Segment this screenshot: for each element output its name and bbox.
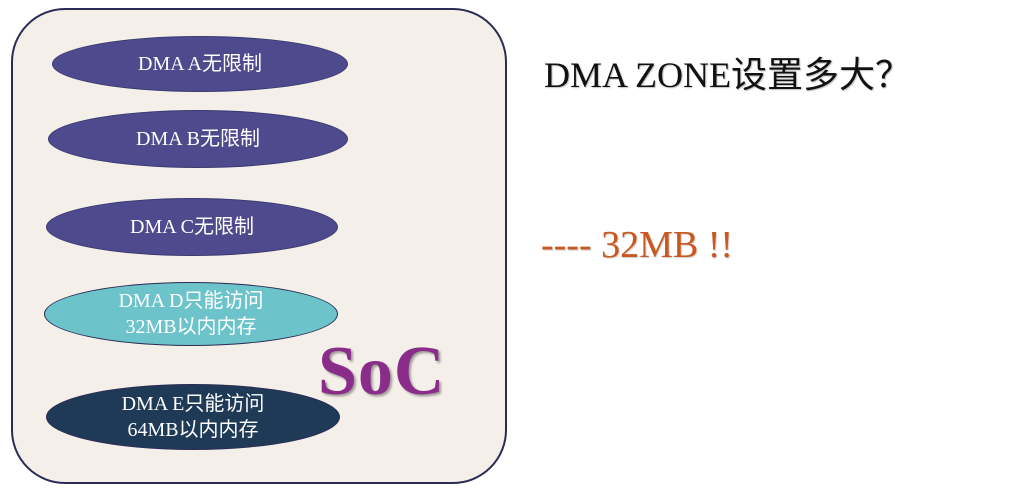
dma-a-label: DMA A无限制 bbox=[138, 53, 262, 75]
question-text: DMA ZONE设置多大？ bbox=[544, 55, 911, 95]
dma-c-zone: DMA C无限制 bbox=[46, 198, 338, 256]
dma-e-label-line2: 64MB以内内存 bbox=[127, 419, 259, 441]
dma-e-zone: DMA E只能访问 64MB以内内存 bbox=[46, 384, 340, 450]
answer-text: ---- 32MB !! bbox=[541, 224, 734, 266]
dma-e-label-line1: DMA E只能访问 bbox=[121, 393, 265, 415]
dma-b-label: DMA B无限制 bbox=[136, 128, 260, 150]
dma-d-zone: DMA D只能访问 32MB以内内存 bbox=[44, 282, 338, 346]
dma-d-label-line2: 32MB以内内存 bbox=[125, 316, 257, 338]
dma-b-zone: DMA B无限制 bbox=[48, 110, 348, 168]
dma-c-label: DMA C无限制 bbox=[130, 216, 254, 238]
soc-label: SoC bbox=[318, 333, 446, 410]
dma-d-label-line1: DMA D只能访问 bbox=[118, 290, 264, 312]
dma-a-zone: DMA A无限制 bbox=[52, 36, 348, 92]
